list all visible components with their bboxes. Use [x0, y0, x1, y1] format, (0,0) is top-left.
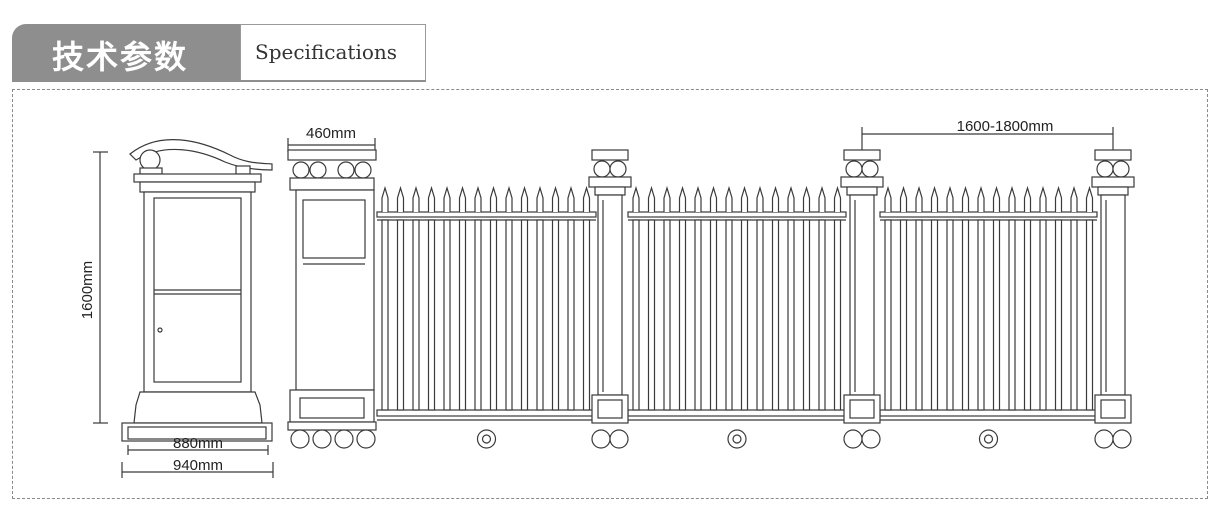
wheel-icon	[476, 429, 497, 449]
fence-segment	[879, 185, 1098, 449]
header-underline	[12, 80, 426, 82]
height-dimension-label: 1600mm	[79, 261, 96, 319]
fence-segment	[627, 185, 847, 449]
diagram-frame	[12, 89, 1208, 499]
outer-width-dimension-label: 940mm	[173, 457, 223, 474]
wheel-icon	[727, 429, 747, 449]
header-title-en: Specifications	[255, 40, 398, 64]
segment-span-dimension-label: 1600-1800mm	[957, 118, 1054, 135]
gate-pillar	[1091, 149, 1135, 449]
side-view-booth	[93, 139, 274, 478]
wheel-icon	[978, 429, 999, 449]
gate-pillar	[840, 149, 884, 449]
booth-roof	[129, 139, 273, 171]
inner-width-dimension-label: 880mm	[173, 435, 223, 452]
fence-segment	[376, 185, 597, 449]
header-title-cn: 技术参数	[52, 38, 189, 76]
header-cn-block: 技术参数	[12, 24, 240, 81]
main-pillar	[287, 149, 377, 449]
pillar-width-dimension-label: 460mm	[306, 125, 356, 142]
front-view-gate	[287, 127, 1135, 449]
section-header: 技术参数 Specifications	[12, 24, 426, 81]
booth-base	[133, 391, 263, 424]
header-en-block: Specifications	[240, 24, 426, 81]
gate-pillar	[588, 149, 632, 449]
